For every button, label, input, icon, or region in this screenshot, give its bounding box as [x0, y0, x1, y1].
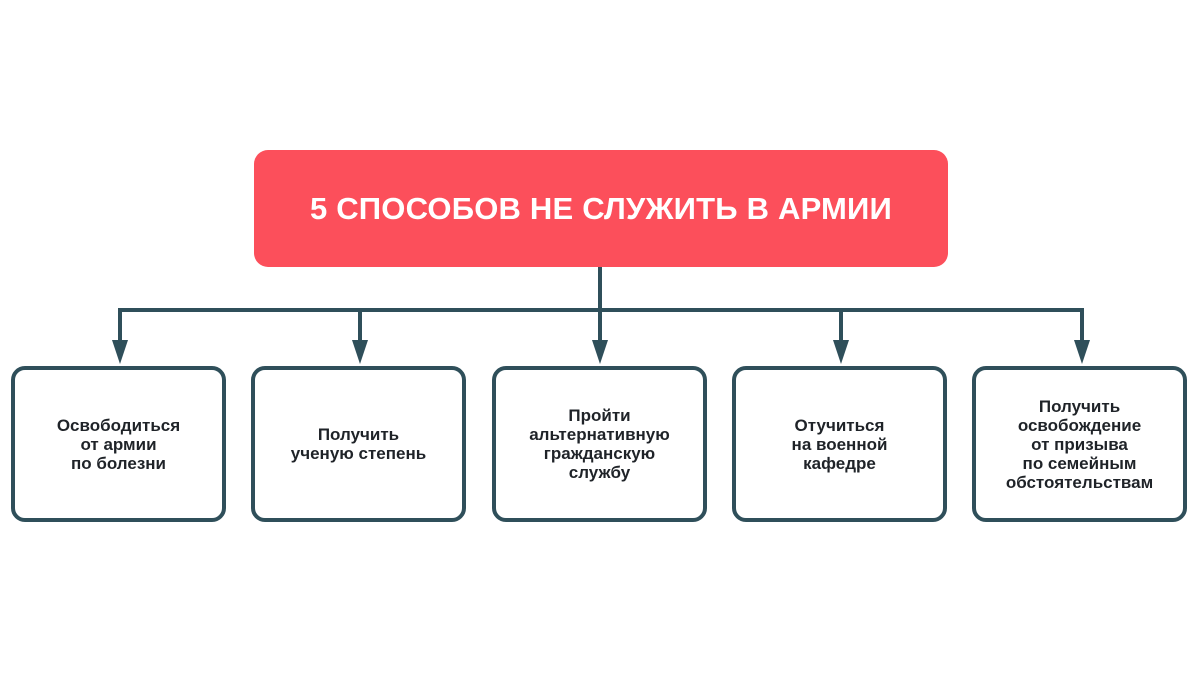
option-label-family-circumstances: Получить освобождение от призыва по семе… [1005, 396, 1154, 492]
diagram-title: 5 СПОСОБОВ НЕ СЛУЖИТЬ В АРМИИ [309, 190, 893, 226]
option-label-military-department: Отучиться на военной кафедре [791, 415, 888, 473]
option-label-illness: Освободиться от армии по болезни [56, 415, 181, 473]
arrowhead-4 [833, 340, 849, 364]
diagram-title-box: 5 СПОСОБОВ НЕ СЛУЖИТЬ В АРМИИ [254, 150, 948, 267]
arrowhead-2 [352, 340, 368, 364]
arrowhead-1 [112, 340, 128, 364]
option-box-military-department: Отучиться на военной кафедре [732, 366, 947, 522]
option-label-academic-degree: Получить ученую степень [290, 425, 427, 463]
arrowhead-3 [592, 340, 608, 364]
option-box-alternative-service: Пройти альтернативную гражданскую службу [492, 366, 707, 522]
option-label-alternative-service: Пройти альтернативную гражданскую службу [529, 406, 670, 482]
option-box-family-circumstances: Получить освобождение от призыва по семе… [972, 366, 1187, 522]
arrowhead-5 [1074, 340, 1090, 364]
option-box-illness: Освободиться от армии по болезни [11, 366, 226, 522]
option-box-academic-degree: Получить ученую степень [251, 366, 466, 522]
